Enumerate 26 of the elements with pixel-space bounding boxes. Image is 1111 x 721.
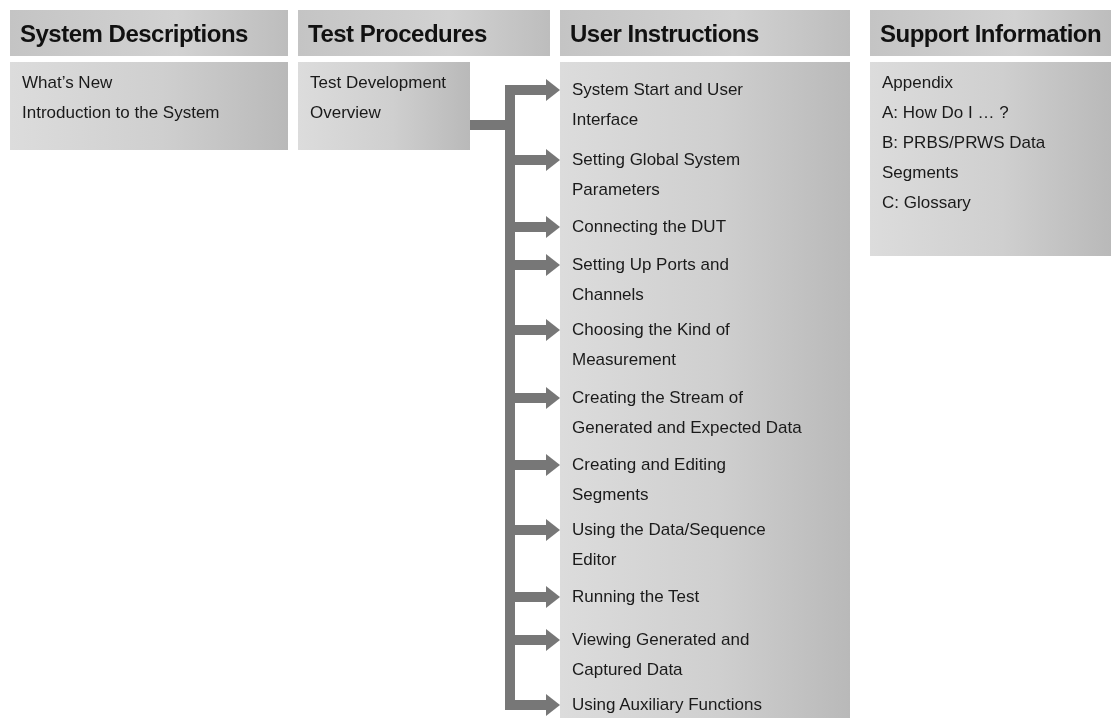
topic-link-text: Viewing Generated and Captured Data [572,625,804,685]
panel [560,62,850,718]
topic-link-text: What’s New [22,72,114,94]
topic-link-text: Connecting the DUT [572,212,804,242]
topic-link-text: Using the Data/Sequence Editor [572,515,804,575]
topic-link-text: Creating the Stream of Generated and Expected Data [572,383,804,443]
panel [10,62,288,150]
topic-link-text: Using Auxiliary Functions [572,690,804,720]
topic-link-text: Test Development Overview [310,72,448,124]
topic-link-text: B: PRBS/PRWS Data Segments [882,132,1047,184]
topic-link-text: Choosing the Kind of Measurement [572,315,804,375]
column-header: Support Information [870,10,1111,56]
topic-link-text: Appendix [882,72,954,94]
topic-link-text: Introduction to the System [22,102,221,124]
column-header: System Descriptions [10,10,288,56]
topic-link-text: Creating and Editing Segments [572,450,804,510]
column-header: User Instructions [560,10,850,56]
topic-link-text: Setting Up Ports and Channels [572,250,804,310]
column-header: Test Procedures [298,10,550,56]
panel [870,62,1111,256]
panel [298,62,470,150]
topic-link-text: C: Glossary [882,192,972,214]
topic-link-text: Running the Test [572,582,804,612]
topic-link-text: A: How Do I … ? [882,102,1010,124]
topic-link-text: Setting Global System Parameters [572,145,804,205]
topic-link-text: System Start and User Interface [572,75,804,135]
